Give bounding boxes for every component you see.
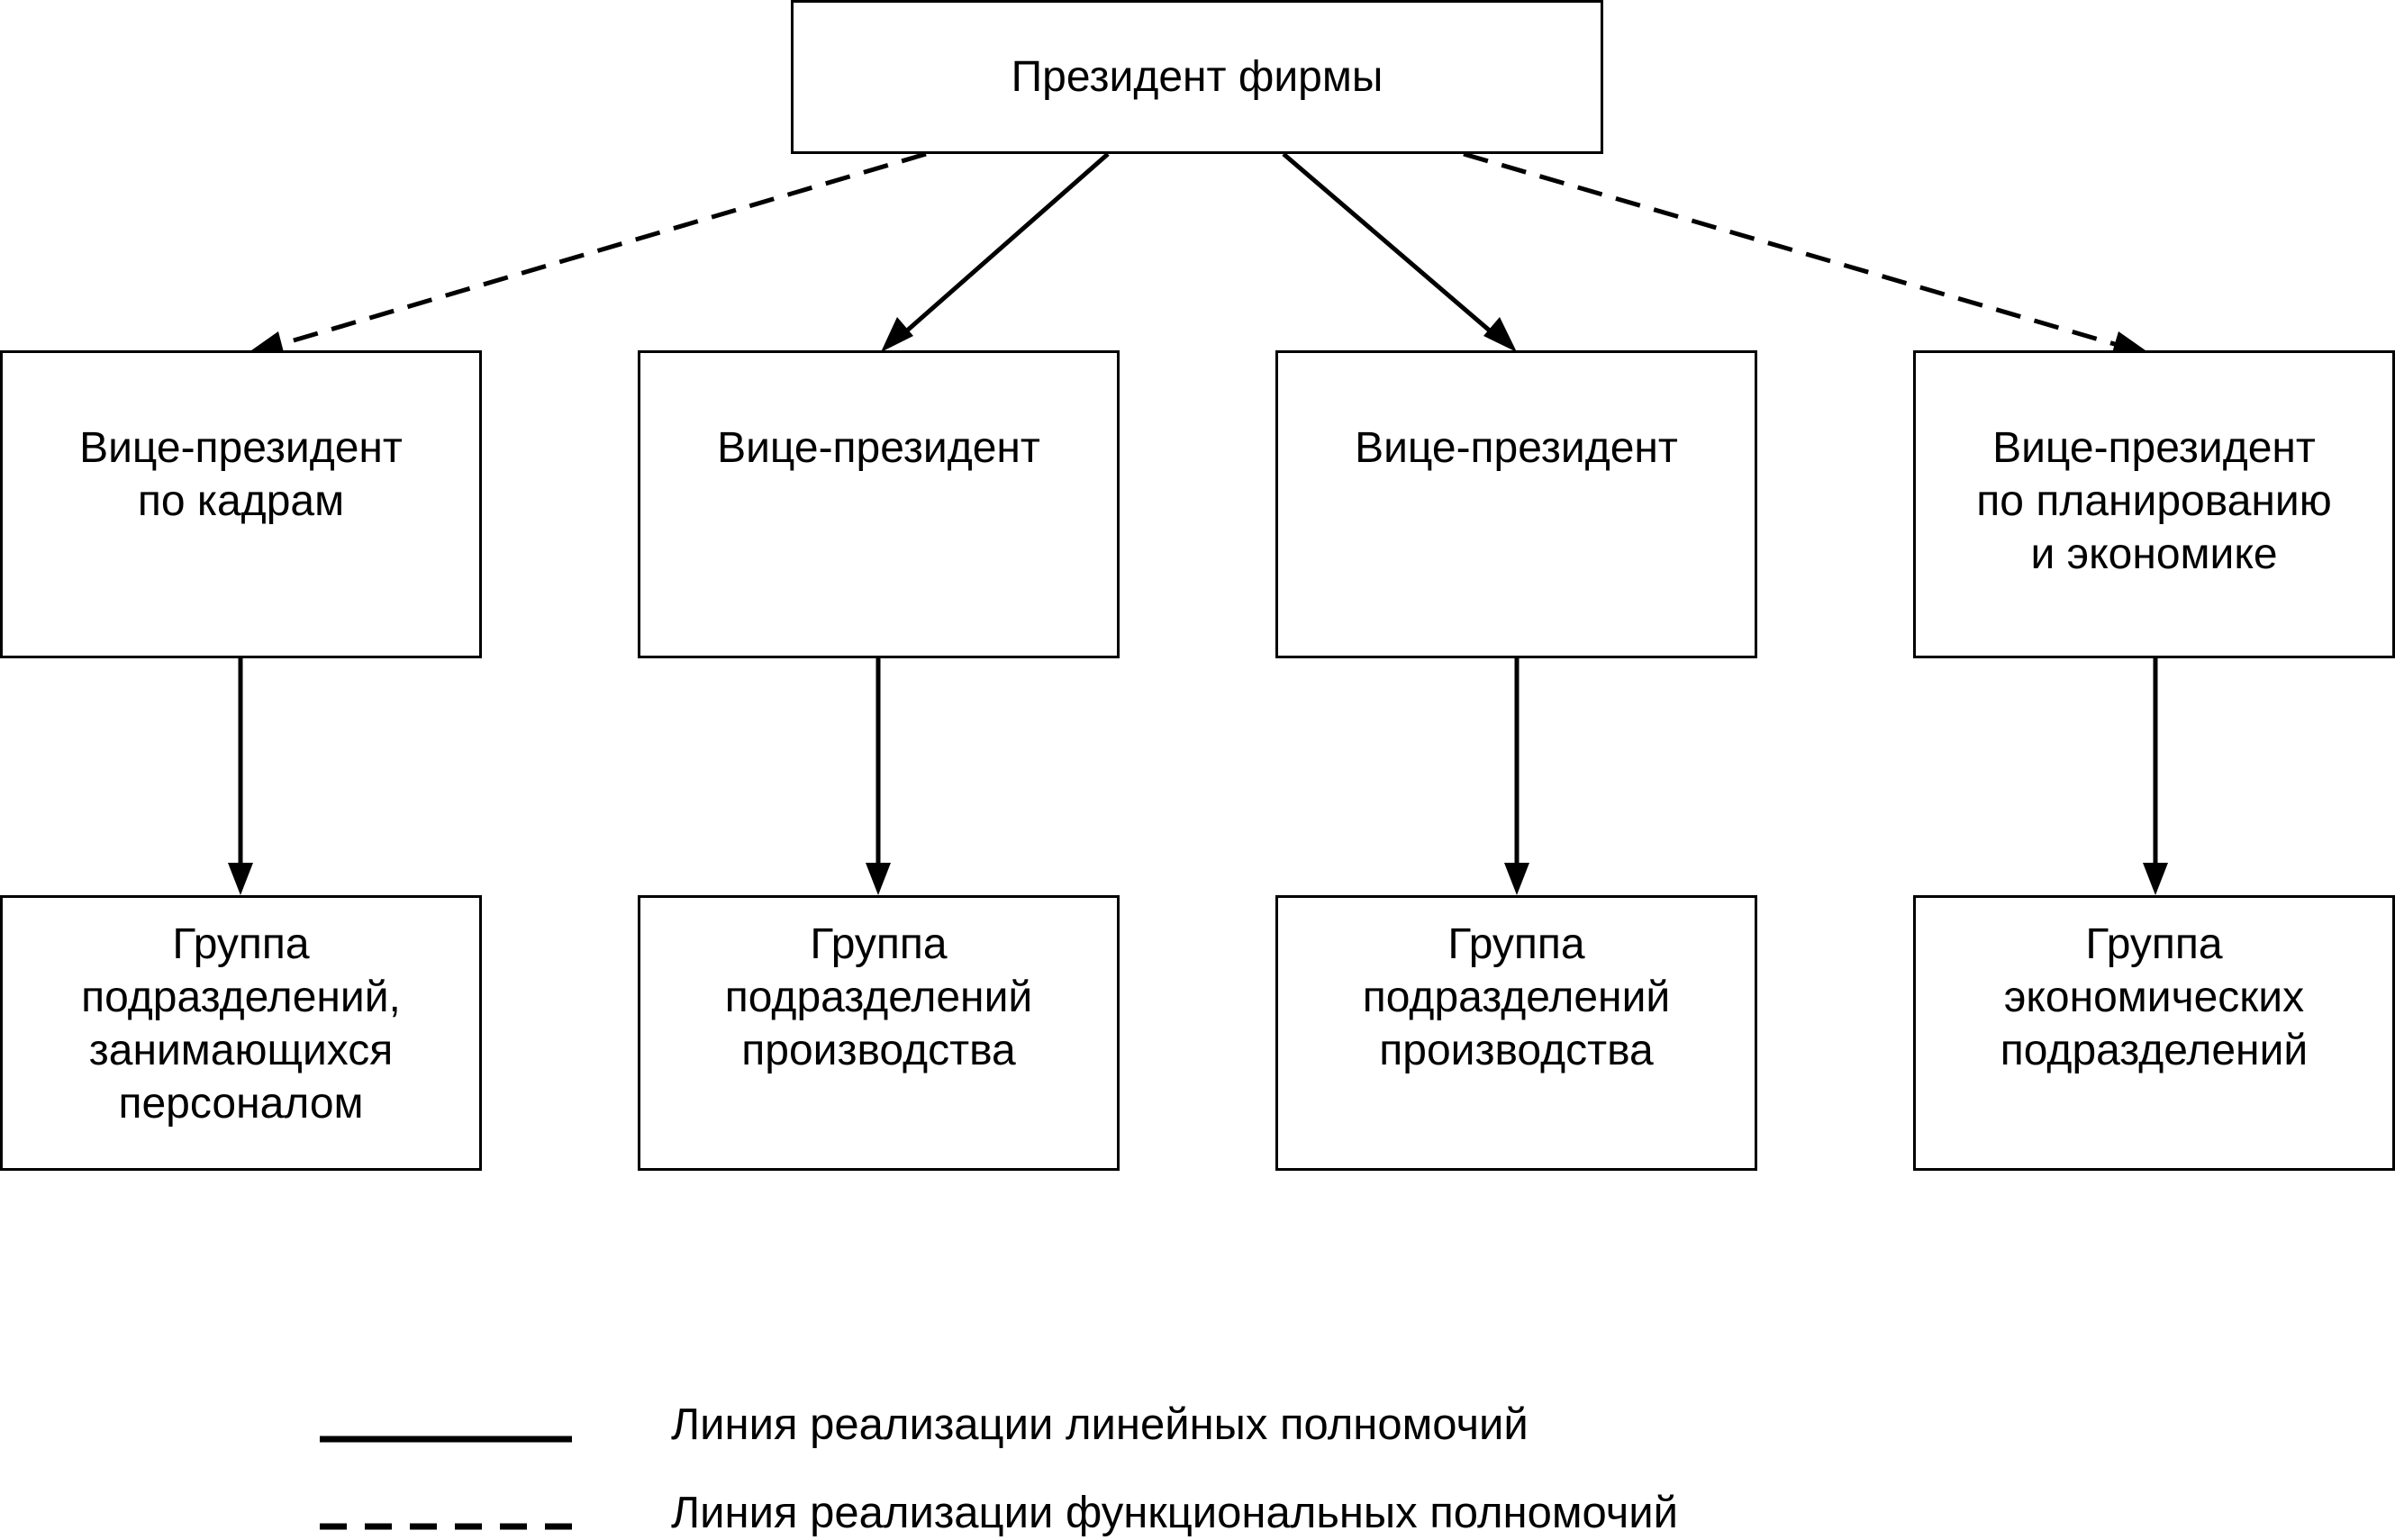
edge-president-vp2: [897, 152, 1110, 340]
group-box-personnel: Группа подразделений, занимающихся персо…: [0, 895, 482, 1171]
vice-president-label: Вице-президент: [717, 424, 1040, 472]
arrowhead-vp4: [2111, 331, 2152, 356]
president-label: Президент фирмы: [1011, 53, 1383, 101]
edge-president-vp3: [1282, 152, 1500, 340]
arrowhead-vp1: [245, 331, 285, 356]
vice-president-box-planning: Вице-президент по планированию и экономи…: [1913, 350, 2395, 658]
legend-linear-label: Линия реализации линейных полномочий: [671, 1400, 1529, 1449]
group-label: Группа подразделений производства: [724, 920, 1033, 1074]
group-label: Группа подразделений производства: [1362, 920, 1671, 1074]
arrowhead-vp2: [881, 317, 913, 352]
arrowhead-vp3: [1483, 317, 1517, 352]
group-box-economic: Группа экономических подразделений: [1913, 895, 2395, 1171]
vice-president-label: Вице-президент: [1355, 424, 1678, 472]
edge-president-vp4: [1463, 151, 2134, 352]
arrowhead-group1: [228, 863, 253, 895]
vice-president-label: Вице-президент по планированию и экономи…: [1976, 424, 2332, 578]
arrowhead-group4: [2143, 863, 2168, 895]
group-box-production-2: Группа подразделений производства: [1275, 895, 1757, 1171]
group-label: Группа подразделений, занимающихся персо…: [81, 920, 401, 1128]
group-label: Группа экономических подразделений: [2000, 920, 2309, 1074]
arrowhead-group3: [1504, 863, 1529, 895]
vice-president-box-production-2: Вице-президент: [1275, 350, 1757, 658]
vice-president-box-hr: Вице-президент по кадрам: [0, 350, 482, 658]
vice-president-box-production-1: Вице-президент: [638, 350, 1120, 658]
arrowhead-group2: [866, 863, 891, 895]
vice-president-label: Вице-президент по кадрам: [79, 424, 403, 525]
edge-president-vp1: [262, 151, 927, 352]
president-box: Президент фирмы: [791, 0, 1603, 154]
legend-functional-label: Линия реализации функциональных полномоч…: [671, 1489, 1678, 1537]
group-box-production-1: Группа подразделений производства: [638, 895, 1120, 1171]
